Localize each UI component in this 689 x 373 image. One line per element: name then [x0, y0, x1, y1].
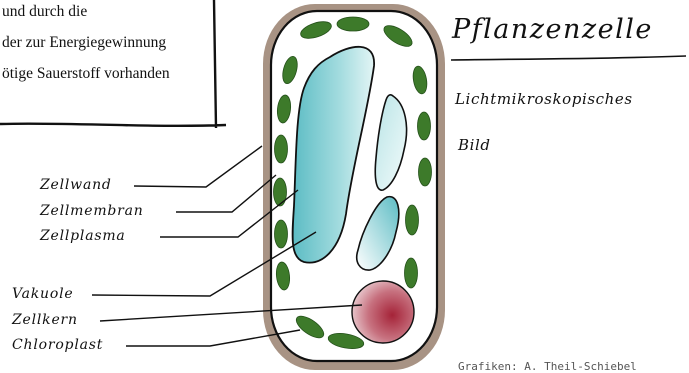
chloroplast	[275, 135, 288, 163]
text-box: und durch die der zur Energiegewinnung ö…	[0, 0, 218, 160]
title-underline	[451, 56, 686, 60]
label-zellplasma: Zellplasma	[40, 228, 126, 244]
chloroplast	[405, 258, 418, 288]
leader-zellmembran	[176, 175, 276, 212]
label-vakuole: Vakuole	[12, 286, 73, 302]
chloroplast	[418, 112, 431, 140]
text-line: und durch die	[2, 3, 87, 21]
page-title: Pflanzenzelle	[452, 14, 653, 45]
label-zellkern: Zellkern	[12, 312, 78, 328]
subtitle: Lichtmikroskopisches	[455, 90, 633, 108]
text-line: ötige Sauerstoff vorhanden	[2, 65, 170, 83]
label-zellmembran: Zellmembran	[40, 203, 144, 219]
chloroplast	[337, 17, 369, 31]
credit-text: Grafiken: A. Theil-Schiebel	[458, 360, 637, 373]
chloroplast	[406, 205, 419, 235]
label-zellwand: Zellwand	[40, 177, 112, 193]
chloroplast	[274, 178, 287, 206]
chloroplast	[275, 220, 288, 248]
chloroplast	[419, 158, 432, 186]
subtitle-2: Bild	[458, 136, 491, 154]
label-chloroplast: Chloroplast	[12, 337, 103, 353]
nucleus	[352, 281, 414, 343]
text-line: der zur Energiegewinnung	[2, 34, 166, 52]
